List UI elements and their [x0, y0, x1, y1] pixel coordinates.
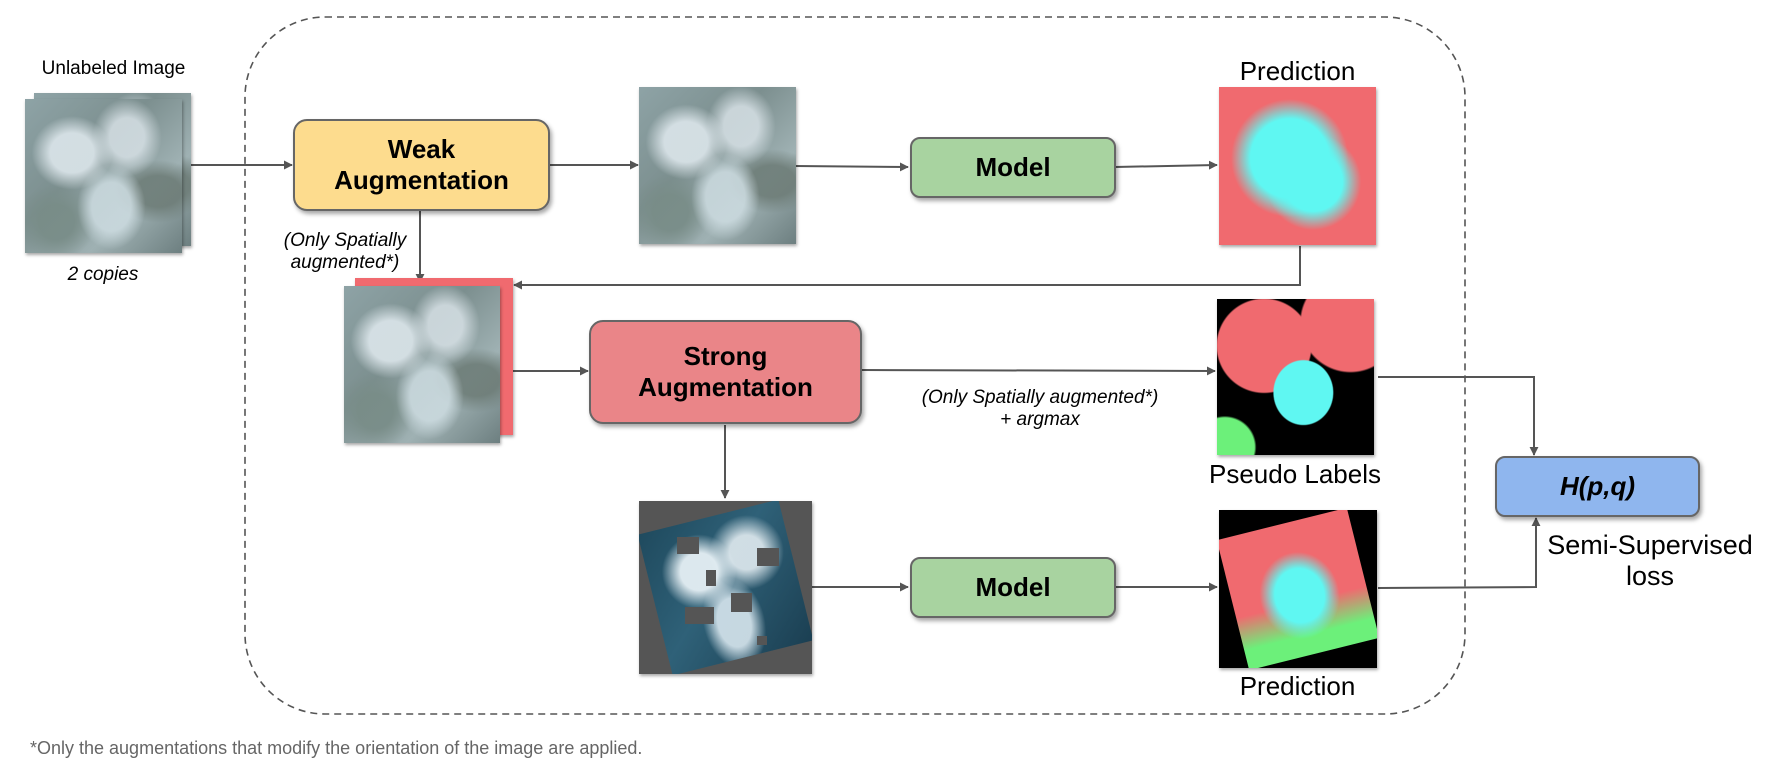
arrow-strong-to-pseudo: [861, 366, 1216, 376]
loss-caption-line2: loss: [1625, 561, 1674, 592]
prediction-top-label: Prediction: [1239, 56, 1356, 86]
spatial-note-line1: (Only Spatially augmented*): [921, 387, 1159, 408]
prediction-bottom-image: [1219, 510, 1377, 668]
spatial-note: (Only Spatially augmented*) + argmax: [905, 387, 1175, 431]
prediction-bottom-label: Prediction: [1239, 671, 1356, 701]
pipeline-boundary: [244, 16, 1466, 715]
loss-caption-line1: Semi-Supervised: [1547, 530, 1753, 560]
arrow-image-to-model-top: [794, 162, 909, 172]
cutout-patch: [677, 537, 699, 554]
arrow-prediction-to-loss: [1377, 517, 1541, 589]
weak-note-line1: (Only Spatially: [283, 230, 407, 251]
cutout-patch: [757, 548, 779, 566]
strong-augmented-image: [639, 501, 812, 674]
cutout-patch: [757, 636, 767, 645]
model-box-bottom: Model: [910, 557, 1116, 618]
weak-augmented-image: [639, 87, 796, 244]
strong-label-line1: Strong: [683, 340, 768, 371]
model-top-label: Model: [975, 151, 1051, 182]
prediction-bottom-content: [1219, 510, 1377, 668]
arrow-pseudo-to-loss: [1378, 376, 1539, 456]
strong-augmentation-box: Strong Augmentation: [589, 320, 862, 424]
arrow-prediction-feedback: [513, 246, 1301, 290]
cutout-patch: [685, 607, 714, 624]
strong-augmented-content: [639, 501, 812, 674]
loss-caption: Semi-Supervised loss: [1530, 530, 1770, 592]
weak-label-line1: Weak: [387, 133, 456, 164]
arrow-model-to-prediction-top: [1114, 160, 1218, 170]
spatial-note-line2: + argmax: [1000, 408, 1080, 430]
weak-label-line2: Augmentation: [334, 165, 509, 195]
weak-note: (Only Spatially augmented*): [270, 230, 420, 274]
pseudo-labels-image: [1217, 299, 1374, 455]
cutout-patch: [731, 593, 752, 612]
stacked-image-layer: [344, 286, 500, 443]
strong-label-line2: Augmentation: [638, 372, 813, 402]
loss-box: H(p,q): [1495, 456, 1700, 517]
unlabeled-image-label: Unlabeled Image: [41, 58, 186, 79]
copies-label: 2 copies: [67, 264, 139, 285]
weak-augmentation-box: Weak Augmentation: [293, 119, 550, 211]
footnote: *Only the augmentations that modify the …: [30, 738, 643, 758]
weak-note-line2: augmented*): [290, 251, 400, 273]
cutout-patch: [706, 570, 716, 586]
prediction-top-image: [1219, 87, 1376, 245]
pseudo-labels-label: Pseudo Labels: [1208, 459, 1382, 489]
loss-formula: H(p,q): [1559, 470, 1636, 501]
model-box-top: Model: [910, 137, 1116, 198]
model-bottom-label: Model: [975, 571, 1051, 602]
unlabeled-image: [25, 99, 182, 253]
